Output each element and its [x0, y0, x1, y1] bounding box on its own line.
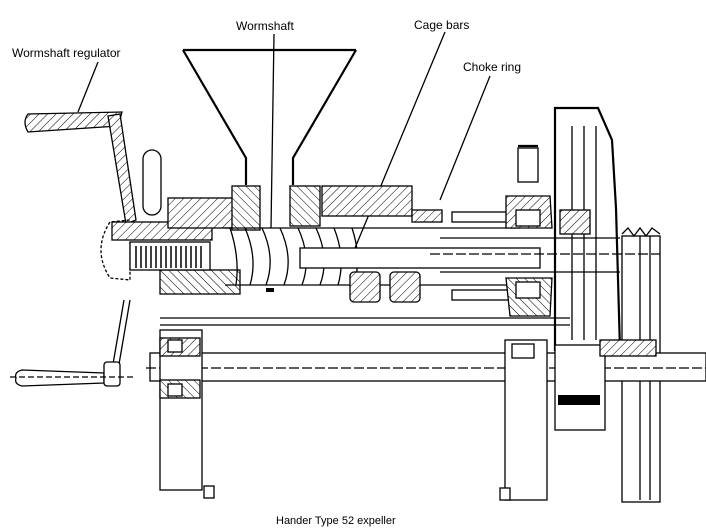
feed-hopper — [182, 48, 357, 185]
label-choke-ring: Choke ring — [463, 60, 522, 74]
leader-choke-ring — [439, 75, 491, 201]
wormshaft-barrel — [225, 185, 541, 303]
label-wormshaft: Wormshaft — [236, 19, 294, 33]
lower-drive-shaft — [146, 317, 706, 382]
leader-wormshaft-regulator — [77, 61, 99, 113]
figure-caption: Hander Type 52 expeller — [276, 515, 396, 527]
label-cage-bars: Cage bars — [414, 18, 470, 32]
regulator-crank-handle — [24, 111, 162, 371]
regulator-housing — [100, 185, 261, 295]
lower-hand-crank — [10, 361, 136, 387]
leader-wormshaft — [270, 33, 275, 229]
gear-wheel — [553, 106, 622, 352]
label-wormshaft-regulator: Wormshaft regulator — [12, 46, 121, 60]
frame-legs — [159, 329, 657, 501]
bearing-housing — [505, 144, 553, 317]
